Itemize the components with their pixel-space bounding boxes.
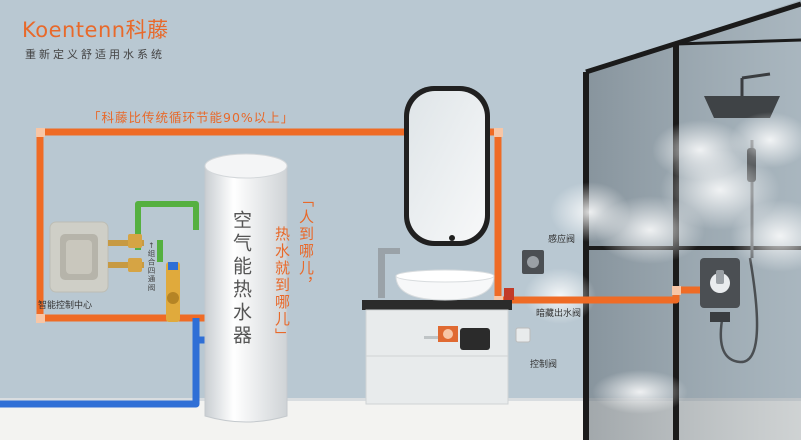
heater-label: 空气能热水器 — [230, 210, 252, 348]
sensor-valve-label: 感应阀 — [548, 235, 576, 245]
vanity-cabinet — [362, 300, 512, 405]
mirror — [404, 86, 490, 246]
shower-head-icon — [704, 72, 780, 118]
control-valve — [438, 326, 531, 350]
water-heater-tank — [204, 153, 288, 423]
hidden-valve-label: 暗藏出水阀 — [536, 309, 582, 319]
brand-logo: Koentenn科藤 — [22, 18, 169, 42]
control-valve-label: 控制阀 — [530, 360, 558, 370]
energy-saving-slogan: 「科藤比传统循环节能90%以上」 — [88, 110, 295, 125]
sensor-valve — [522, 250, 544, 274]
slogan-line-1: 「人到哪儿， — [297, 192, 315, 294]
smart-control-center — [49, 221, 109, 293]
basin — [395, 269, 495, 301]
green-inlet-pipe — [135, 201, 199, 262]
steam-cloud — [524, 112, 801, 414]
smart-center-label: 智能控制中心 — [38, 301, 93, 311]
cold-water-pipe — [0, 318, 205, 408]
brand-tagline: 重新定义舒适用水系统 — [25, 48, 165, 61]
slogan-line-2: 热水就到哪儿」 — [273, 226, 291, 345]
four-way-valve — [108, 234, 180, 322]
soap-bottle — [504, 288, 514, 300]
faucet-icon — [378, 248, 400, 298]
shower-mixer-icon — [700, 258, 740, 322]
four-way-valve-label: ←组合四通阀 — [147, 242, 156, 292]
